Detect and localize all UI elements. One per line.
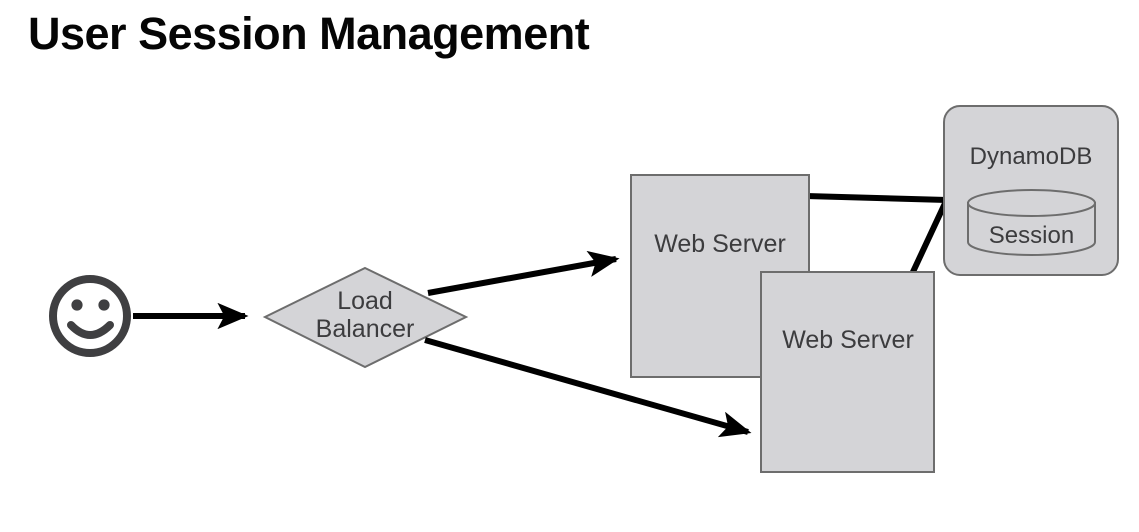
edge-lb-to-web-server-1 xyxy=(427,250,620,296)
web-server-2-label: Web Server xyxy=(782,326,914,354)
load-balancer-label-line2: Balancer xyxy=(316,315,415,343)
edge-ws1-to-dynamodb xyxy=(805,193,948,203)
session-table-label: Session xyxy=(989,222,1074,249)
node-load-balancer[interactable]: Load Balancer xyxy=(262,266,469,369)
load-balancer-label-line1: Load xyxy=(337,287,393,315)
node-web-server-2[interactable]: Web Server xyxy=(760,271,935,473)
user-smiley-icon xyxy=(49,275,131,357)
edge-ws2-to-dynamodb xyxy=(909,197,950,276)
web-server-1-label: Web Server xyxy=(654,230,786,258)
node-session-table[interactable]: Session xyxy=(967,189,1096,256)
node-dynamodb[interactable]: DynamoDB Session xyxy=(943,105,1119,276)
page-title: User Session Management xyxy=(28,8,590,59)
edge-lb-to-web-server-2 xyxy=(424,337,752,438)
dynamodb-label: DynamoDB xyxy=(970,143,1093,170)
